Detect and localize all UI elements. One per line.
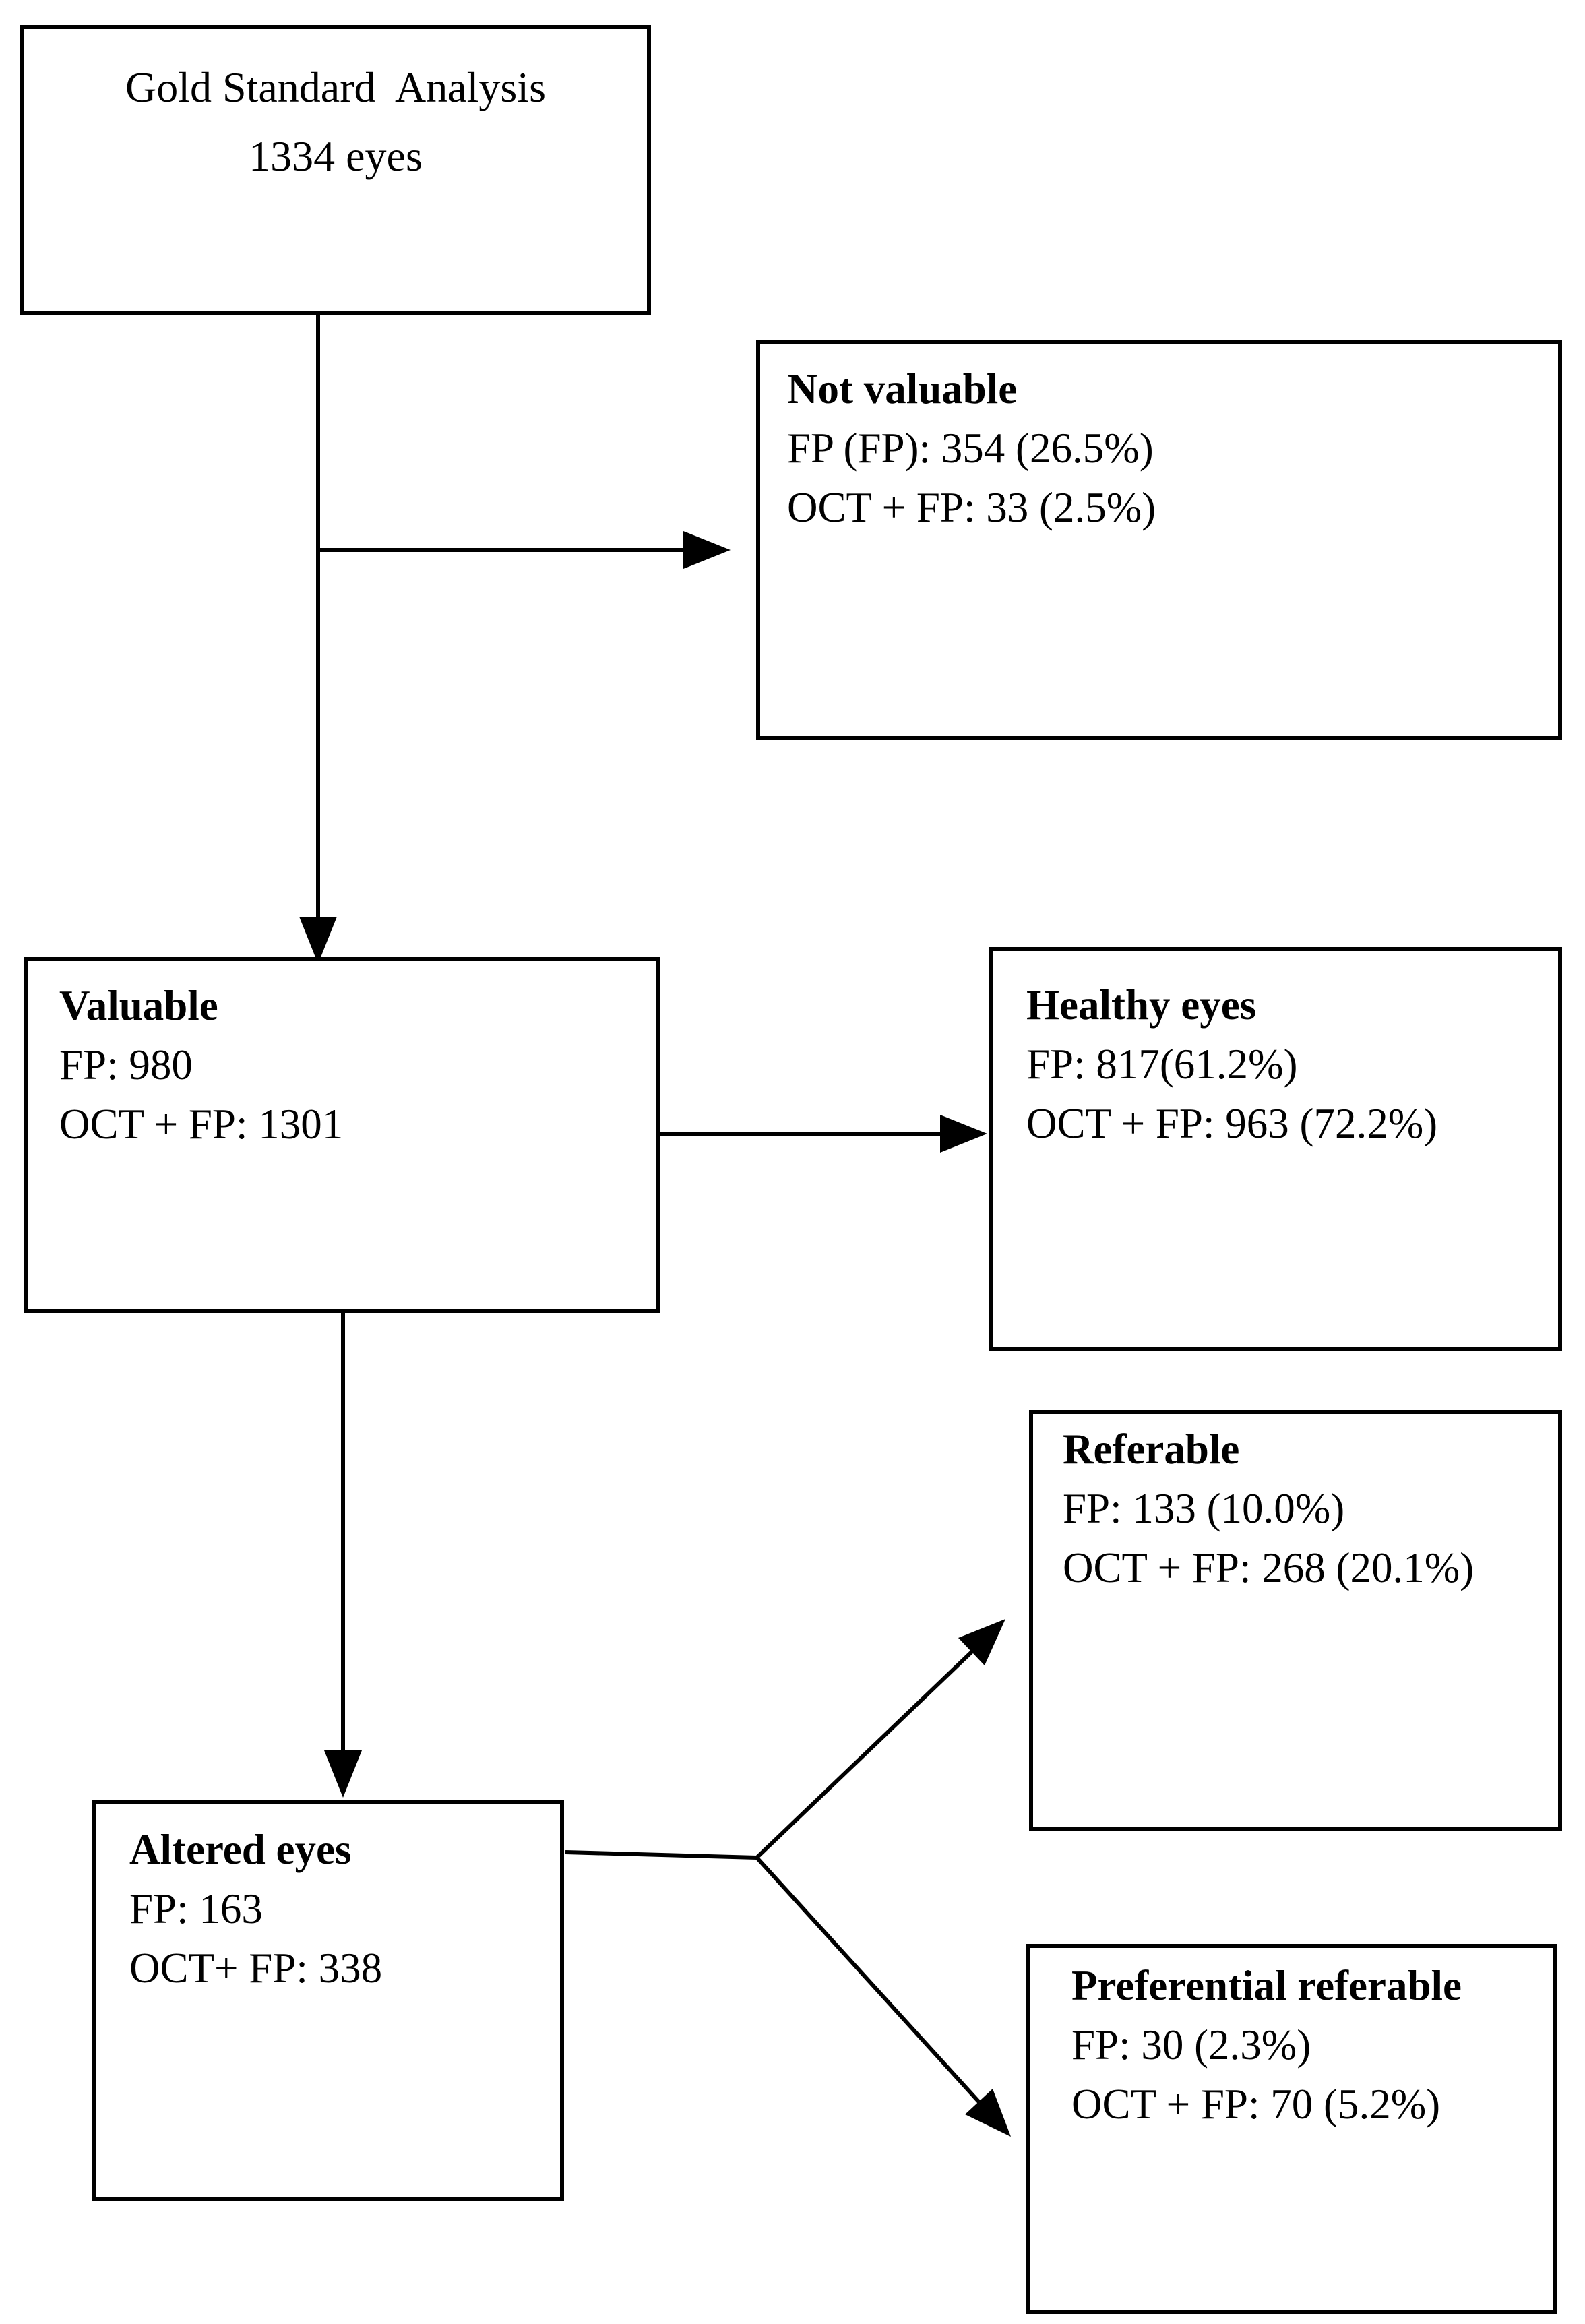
gold-standard-title: Gold Standard Analysis bbox=[125, 63, 546, 111]
altered-eyes-oct-fp-line: OCT+ FP: 338 bbox=[129, 1945, 383, 1992]
referable-oct-fp-line: OCT + FP: 268 (20.1%) bbox=[1063, 1544, 1474, 1591]
valuable-title: Valuable bbox=[59, 982, 218, 1029]
healthy-eyes-fp-line: FP: 817(61.2%) bbox=[1026, 1041, 1298, 1088]
healthy-eyes-box: Healthy eyes FP: 817(61.2%) OCT + FP: 96… bbox=[989, 947, 1562, 1351]
valuable-box: Valuable FP: 980 OCT + FP: 1301 bbox=[24, 957, 660, 1313]
gold-standard-box: Gold Standard Analysis 1334 eyes bbox=[20, 25, 651, 315]
arrowhead-right-not-valuable bbox=[683, 531, 731, 569]
altered-eyes-fp-line: FP: 163 bbox=[129, 1885, 263, 1932]
arrowhead-up-right-referable bbox=[958, 1619, 1005, 1665]
altered-eyes-title: Altered eyes bbox=[129, 1826, 352, 1873]
connector-junction-to-referable bbox=[755, 1647, 977, 1860]
valuable-fp-line: FP: 980 bbox=[59, 1041, 193, 1089]
not-valuable-fp-line: FP (FP): 354 (26.5%) bbox=[787, 425, 1154, 472]
referable-title: Referable bbox=[1063, 1426, 1240, 1473]
not-valuable-box: Not valuable FP (FP): 354 (26.5%) OCT + … bbox=[756, 340, 1562, 740]
preferential-referable-fp-line: FP: 30 (2.3%) bbox=[1071, 2021, 1311, 2069]
connector-junction-to-preferential bbox=[755, 1856, 983, 2106]
healthy-eyes-title: Healthy eyes bbox=[1026, 981, 1257, 1029]
altered-eyes-box: Altered eyes FP: 163 OCT+ FP: 338 bbox=[92, 1800, 564, 2201]
referable-box: Referable FP: 133 (10.0%) OCT + FP: 268 … bbox=[1029, 1410, 1562, 1831]
connector-altered-to-junction bbox=[565, 1850, 757, 1860]
not-valuable-oct-fp-line: OCT + FP: 33 (2.5%) bbox=[787, 484, 1156, 531]
valuable-oct-fp-line: OCT + FP: 1301 bbox=[59, 1101, 344, 1148]
arrowhead-down-right-preferential bbox=[965, 2089, 1011, 2137]
preferential-referable-oct-fp-line: OCT + FP: 70 (5.2%) bbox=[1071, 2081, 1441, 2128]
preferential-referable-box: Preferential referable FP: 30 (2.3%) OCT… bbox=[1026, 1944, 1557, 2314]
arrowhead-down-altered bbox=[324, 1750, 362, 1798]
referable-fp-line: FP: 133 (10.0%) bbox=[1063, 1485, 1345, 1532]
gold-standard-count: 1334 eyes bbox=[249, 132, 423, 180]
healthy-eyes-oct-fp-line: OCT + FP: 963 (72.2%) bbox=[1026, 1100, 1438, 1147]
not-valuable-title: Not valuable bbox=[787, 365, 1018, 412]
preferential-referable-title: Preferential referable bbox=[1071, 1962, 1462, 2009]
arrowhead-right-healthy bbox=[940, 1115, 987, 1153]
